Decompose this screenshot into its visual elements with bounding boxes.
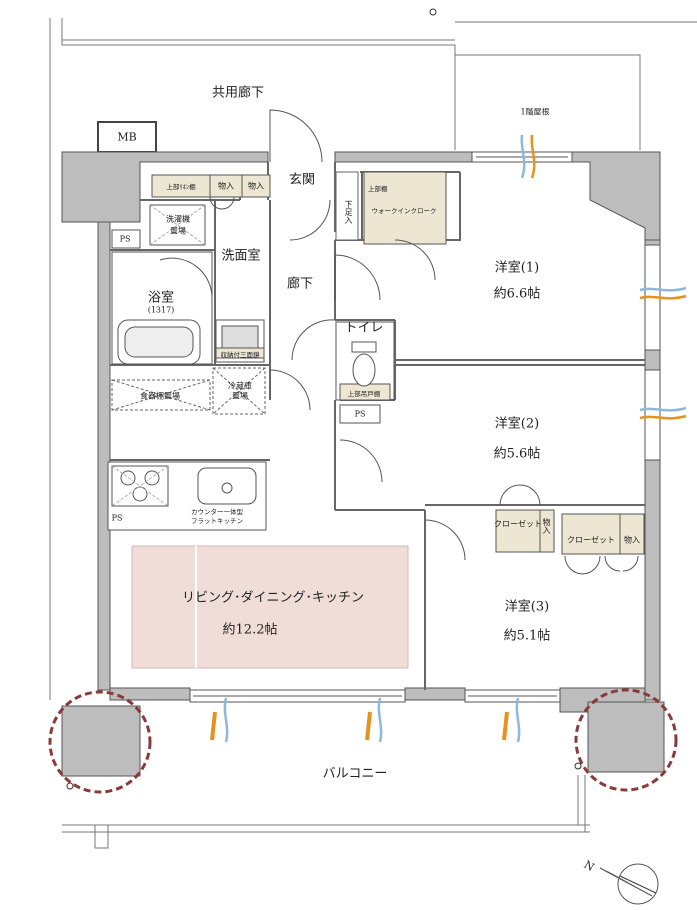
site-boundary-line (49, 18, 697, 700)
label-room3-size: 約5.1帖 (503, 628, 551, 644)
bath-door-arc (159, 257, 213, 301)
label-storage-room3: 物入 (624, 535, 640, 545)
mb-box (97, 121, 157, 153)
fridge-space (212, 367, 266, 415)
label-toilet: トイレ (344, 320, 384, 336)
label-hallway: 廊下 (286, 276, 314, 292)
ps-box-1 (111, 229, 141, 249)
outer-wall-north-right (571, 151, 661, 241)
outer-wall-north-mid (334, 151, 473, 163)
label-wic: ウォークインクローク (371, 207, 437, 215)
balcony-rail (62, 775, 590, 833)
room1-door-arc (394, 239, 436, 281)
entrance-inner-door (289, 199, 331, 241)
marker-balcony-left (66, 782, 74, 790)
airflow-south2-orange (365, 711, 372, 741)
label-roof: 1階屋根 (520, 107, 550, 117)
airflow-south3-orange (502, 711, 509, 741)
column-ring-left (48, 690, 152, 794)
east-window-2 (644, 369, 661, 461)
label-shoe: 下足入 (344, 200, 353, 224)
label-closet-2: クローゼット (494, 519, 542, 529)
label-toilet-shelf: 上部吊戸棚 (347, 390, 381, 398)
entrance-door-arc (269, 109, 323, 163)
label-kitchen-1: カウンター一体型 (191, 508, 243, 516)
compass-icon (599, 863, 659, 905)
airflow-east2-blue (639, 406, 687, 412)
label-room2-size: 約5.6帖 (493, 446, 541, 462)
column-ring-right (574, 688, 678, 792)
label-mb: MB (117, 130, 137, 144)
label-linen-upper: 上部ﾘﾈﾝ棚 (166, 183, 196, 191)
label-storage-2: 物入 (248, 181, 264, 191)
label-fridge-2: 置場 (232, 391, 248, 401)
hall-door-1 (334, 254, 381, 301)
ps-box-2 (339, 404, 381, 424)
column-right (587, 701, 665, 773)
label-ldk: リビング･ダイニング･キッチン (181, 590, 365, 606)
marker-balcony-right (574, 762, 582, 770)
label-bath-size: (1317) (147, 305, 175, 315)
airflow-east2-orange (639, 414, 687, 420)
ldk-area (131, 545, 409, 669)
airflow-south1-blue (223, 697, 229, 743)
airflow-north-blue (520, 134, 526, 179)
airflow-east1-orange (639, 294, 687, 300)
label-washroom: 洗面室 (221, 248, 261, 264)
airflow-north-orange (530, 134, 536, 179)
label-ldk-size: 約12.2帖 (222, 622, 278, 638)
dish-space (111, 379, 211, 411)
label-washer-2: 置場 (170, 226, 186, 236)
label-storage-1: 物入 (218, 181, 234, 191)
airflow-south1-orange (210, 711, 217, 741)
airflow-south3-blue (515, 697, 521, 743)
label-storage-shelf: 収納付三面鏡 (220, 351, 260, 359)
sink (197, 467, 257, 505)
wic-block (363, 171, 447, 245)
label-ps-2: PS (354, 409, 366, 419)
storage-box-2 (241, 174, 271, 198)
label-closet-3: クローゼット (567, 535, 615, 545)
wc-door-arc (291, 319, 336, 361)
label-corridor: 共用廊下 (211, 85, 265, 101)
label-entrance: 玄関 (288, 172, 316, 188)
storage-box-room2 (539, 509, 555, 553)
airflow-east1-blue (639, 286, 687, 292)
wall-ws1 (110, 175, 271, 400)
toilet-bowl (352, 353, 376, 387)
label-room2: 洋室(2) (494, 416, 540, 432)
outer-wall-east (644, 239, 661, 701)
label-fridge-1: 冷蔵庫 (228, 381, 252, 391)
label-room1: 洋室(1) (494, 260, 540, 276)
washroom-door-arc (269, 369, 311, 411)
storage-box-room3 (619, 513, 645, 555)
label-wic-upper: 上部棚 (368, 185, 388, 193)
outer-wall-west (97, 221, 111, 691)
label-ps-1: PS (119, 234, 131, 244)
column-left (61, 705, 141, 777)
shoe-cabinet (335, 171, 359, 241)
label-dish: 食器棚置場 (140, 391, 180, 401)
room2-door-arc (339, 439, 383, 483)
marker-top (429, 8, 437, 16)
room3-door-arc (424, 519, 466, 561)
airflow-south2-blue (377, 697, 383, 743)
label-washer-1: 洗濯機 (166, 214, 190, 224)
label-bath: 浴室 (147, 290, 175, 306)
storage-doors (209, 196, 235, 210)
closet-doors-3 (564, 555, 639, 575)
label-balcony: バルコニー (322, 766, 388, 782)
label-kitchen-2: フラットキッチン (191, 517, 243, 525)
label-room3: 洋室(3) (504, 599, 550, 615)
outer-wall-north (61, 151, 269, 223)
toilet-room (335, 321, 395, 401)
balcony-drain (94, 825, 109, 849)
closet-doors-2 (499, 484, 541, 506)
label-room1-size: 約6.6帖 (493, 286, 541, 302)
label-ps-3: PS (111, 513, 123, 523)
label-storage-room2: 物入 (542, 518, 551, 534)
